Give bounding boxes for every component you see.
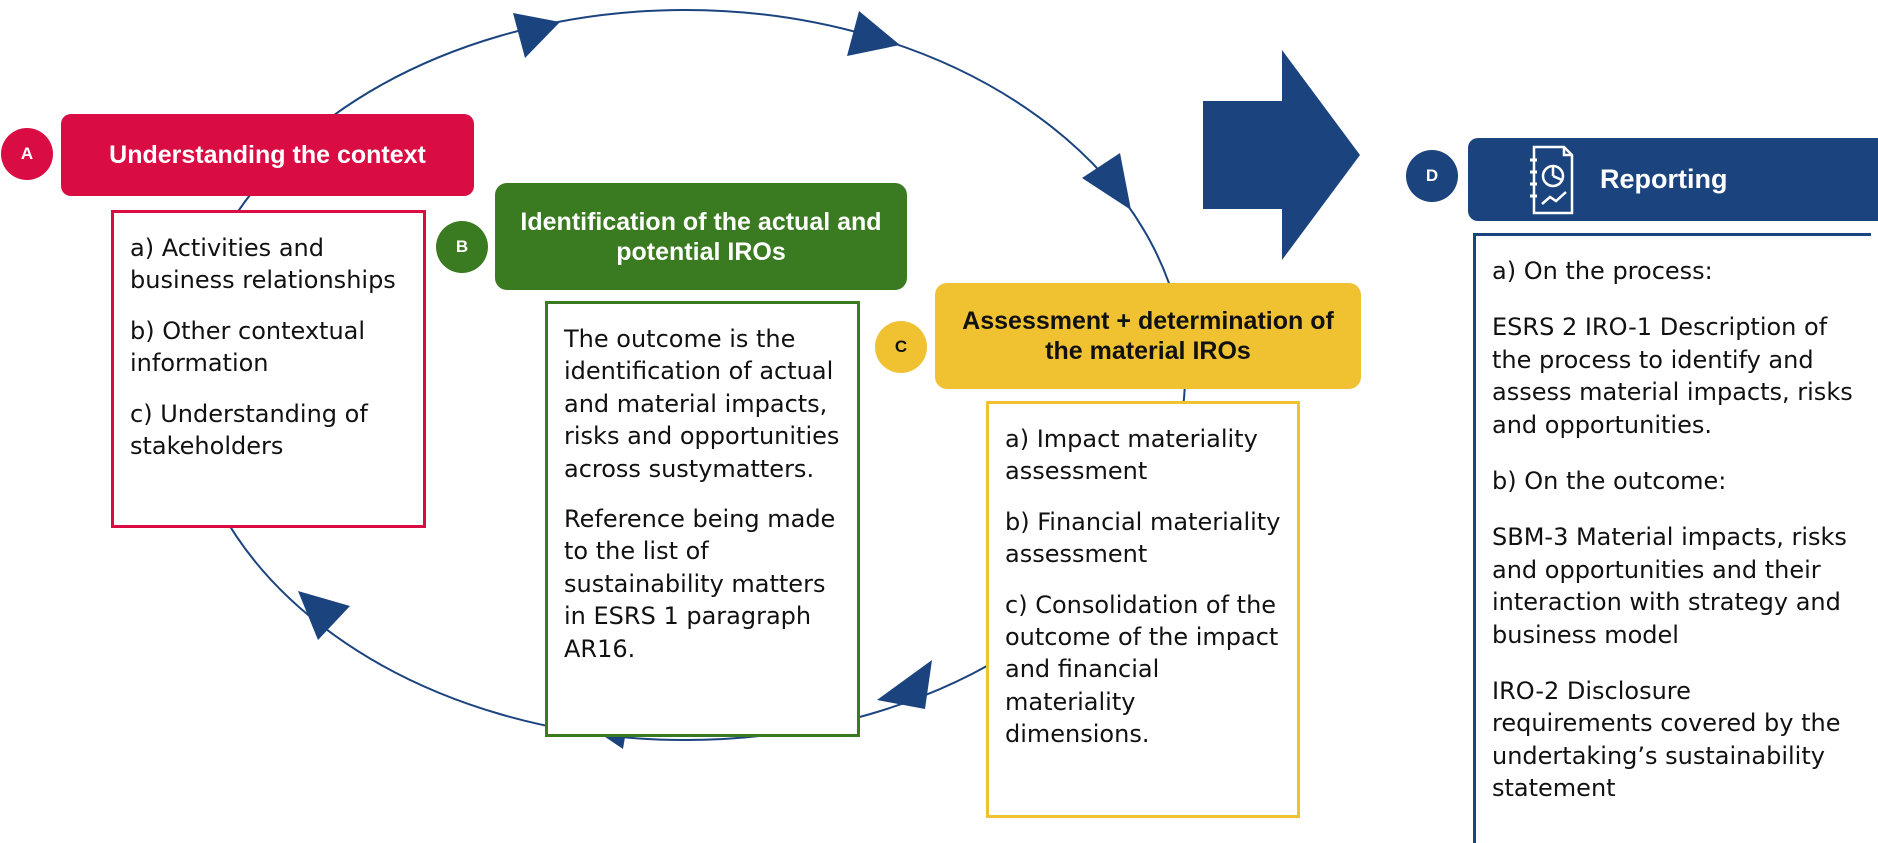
step-b-header: Identification of the actual and potenti… <box>495 183 907 290</box>
step-a-box: a) Activities and business relationships… <box>111 210 426 528</box>
step-c-item: c) Consolidation of the outcome of the i… <box>1005 590 1279 749</box>
step-c-item: a) Impact materiality assessment <box>1005 425 1258 486</box>
step-d-item: IRO-2 Disclosure requirements covered by… <box>1492 676 1841 803</box>
step-c-item: b) Financial materiality assessment <box>1005 507 1281 569</box>
step-d-title: Reporting <box>1600 164 1728 195</box>
step-a-item: c) Understanding of stakeholders <box>130 399 368 460</box>
cycle-arrow-3 <box>1082 153 1131 210</box>
flow-arrow-to-reporting <box>1203 50 1360 260</box>
cycle-arrow-1 <box>513 13 560 58</box>
step-b-badge: B <box>436 221 488 273</box>
step-a-header: Understanding the context <box>61 114 474 196</box>
step-d-item: b) On the outcome: <box>1492 466 1727 495</box>
report-chart-icon <box>1526 142 1578 218</box>
step-a-item: b) Other contextual information <box>130 316 366 378</box>
step-d-header: Reporting <box>1468 138 1878 221</box>
step-c-box: a) Impact materiality assessment b) Fina… <box>986 401 1300 818</box>
step-b-box: The outcome is the identification of act… <box>545 301 860 737</box>
step-d-badge: D <box>1406 150 1458 202</box>
step-d-item: SBM-3 Material impacts, risks and opport… <box>1492 523 1847 649</box>
step-a-item: a) Activities and business relationships <box>130 234 396 295</box>
step-b-item: Reference being made to the list of sust… <box>564 504 836 663</box>
cycle-arrow-4 <box>877 660 932 709</box>
step-b-item: The outcome is the identification of act… <box>564 325 840 483</box>
cycle-arrow-2 <box>847 11 900 56</box>
cycle-arrow-6 <box>298 591 350 640</box>
step-d-item: a) On the process: <box>1492 257 1713 285</box>
step-a-badge: A <box>1 128 53 180</box>
step-d-item: ESRS 2 IRO-1 Description of the process … <box>1492 313 1853 439</box>
step-d-box: a) On the process: ESRS 2 IRO-1 Descript… <box>1473 233 1871 843</box>
step-c-header: Assessment + determination of the materi… <box>935 283 1361 389</box>
step-c-badge: C <box>875 321 927 373</box>
